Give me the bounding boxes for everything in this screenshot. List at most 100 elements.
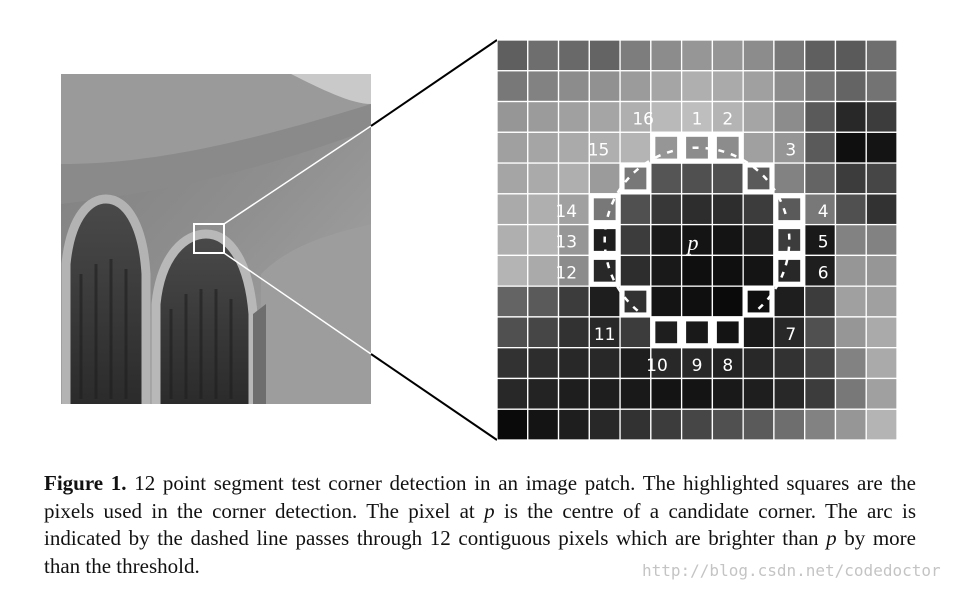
grid-pixel bbox=[650, 100, 683, 133]
grid-pixel bbox=[527, 223, 560, 257]
grid-pixel bbox=[557, 408, 590, 440]
pixel-number-label: 5 bbox=[818, 233, 829, 253]
grid-pixel bbox=[834, 40, 867, 72]
grid-pixel bbox=[865, 408, 897, 440]
grid-pixel bbox=[773, 285, 806, 318]
circle-pixel-highlight bbox=[650, 316, 683, 349]
circle-pixel-highlight bbox=[711, 131, 744, 164]
grid-pixel bbox=[650, 316, 683, 349]
grid-pixel bbox=[619, 316, 652, 349]
pixel-number-label: 8 bbox=[722, 356, 733, 376]
grid-pixel bbox=[804, 162, 837, 195]
grid-pixel bbox=[557, 316, 590, 349]
grid-pixel bbox=[865, 347, 897, 380]
caption-text-2: is the centre of a candidate corner. The… bbox=[44, 498, 916, 551]
grid-pixel bbox=[711, 223, 744, 257]
caption-text-3: by more than the threshold. bbox=[44, 526, 916, 578]
grid-pixel bbox=[588, 193, 621, 226]
grid-pixel bbox=[527, 100, 560, 133]
circle-pixel-highlight bbox=[619, 162, 652, 195]
grid-pixel bbox=[711, 131, 744, 164]
grid-pixel bbox=[834, 162, 867, 195]
grid-pixel bbox=[834, 347, 867, 380]
grid-pixel bbox=[804, 131, 837, 164]
grid-pixel bbox=[865, 70, 897, 103]
grid-pixel bbox=[804, 285, 837, 318]
grid-pixel bbox=[834, 100, 867, 133]
grid-pixel bbox=[865, 40, 897, 72]
figure-caption: Figure 1. 12 point segment test corner d… bbox=[44, 470, 916, 580]
grid-pixel bbox=[650, 408, 683, 440]
grid-pixel bbox=[711, 285, 744, 318]
grid-pixel bbox=[742, 316, 775, 349]
grid-pixel bbox=[804, 408, 837, 440]
grid-pixel bbox=[497, 377, 529, 410]
grid-pixel bbox=[497, 40, 529, 72]
pixel-number-label: 12 bbox=[555, 263, 577, 283]
grid-pixel bbox=[680, 347, 714, 380]
grid-pixel bbox=[497, 316, 529, 349]
grid-pixel bbox=[619, 408, 652, 440]
grid-pixel bbox=[773, 347, 806, 380]
grid-pixel bbox=[711, 193, 744, 226]
grid-pixel bbox=[865, 193, 897, 226]
grid-pixel bbox=[773, 100, 806, 133]
grid-pixel bbox=[588, 254, 621, 287]
grid-pixel bbox=[619, 70, 652, 103]
circle-pixel-highlight bbox=[742, 162, 775, 195]
grid-pixel bbox=[742, 285, 775, 318]
grid-pixel bbox=[588, 408, 621, 440]
grid-pixel bbox=[557, 162, 590, 195]
pixel-number-label: 10 bbox=[646, 356, 668, 376]
grid-pixel bbox=[742, 193, 775, 226]
grid-pixel bbox=[557, 285, 590, 318]
grid-pixel bbox=[742, 254, 775, 287]
pixel-number-label: 14 bbox=[555, 202, 577, 222]
grid-pixel bbox=[773, 316, 806, 349]
grid-pixel bbox=[527, 347, 560, 380]
grid-pixel bbox=[527, 70, 560, 103]
grid-pixel bbox=[834, 70, 867, 103]
grid-pixel bbox=[742, 40, 775, 72]
grid-pixel bbox=[742, 377, 775, 410]
caption-var-p-2: p bbox=[826, 526, 837, 550]
grid-pixel bbox=[588, 377, 621, 410]
grid-pixel bbox=[557, 377, 590, 410]
pixel-number-label: 7 bbox=[785, 325, 796, 345]
pixel-number-label: 16 bbox=[632, 110, 654, 130]
grid-pixel bbox=[804, 316, 837, 349]
pixel-number-label: 3 bbox=[785, 140, 796, 160]
grid-pixel bbox=[742, 408, 775, 440]
grid-pixel bbox=[497, 254, 529, 287]
center-pixel-label: p bbox=[686, 230, 699, 255]
grid-pixel bbox=[557, 70, 590, 103]
grid-pixel bbox=[619, 100, 652, 133]
grid-pixel bbox=[865, 377, 897, 410]
dashed-arc bbox=[603, 146, 791, 312]
grid-pixel bbox=[619, 377, 652, 410]
grid-pixel bbox=[527, 377, 560, 410]
grid-pixel bbox=[619, 131, 652, 164]
grid-pixel bbox=[680, 40, 714, 72]
pixel-number-label: 15 bbox=[588, 140, 610, 160]
grid-pixel bbox=[619, 254, 652, 287]
grid-pixel bbox=[834, 285, 867, 318]
grid-pixel bbox=[680, 70, 714, 103]
grid-pixel bbox=[773, 70, 806, 103]
grid-pixel bbox=[680, 408, 714, 440]
grid-pixel bbox=[680, 162, 714, 195]
grid-pixel bbox=[742, 131, 775, 164]
grid-pixel bbox=[804, 193, 837, 226]
grid-pixel bbox=[527, 40, 560, 72]
grid-pixel bbox=[680, 377, 714, 410]
grid-pixel bbox=[619, 223, 652, 257]
grid-pixel bbox=[527, 193, 560, 226]
grid-pixel bbox=[680, 100, 714, 133]
grid-pixel bbox=[865, 254, 897, 287]
grid-pixel bbox=[865, 100, 897, 133]
grid-pixel bbox=[865, 285, 897, 318]
pixel-number-label: 4 bbox=[818, 202, 829, 222]
grid-pixel bbox=[557, 131, 590, 164]
grid-pixel bbox=[680, 285, 714, 318]
